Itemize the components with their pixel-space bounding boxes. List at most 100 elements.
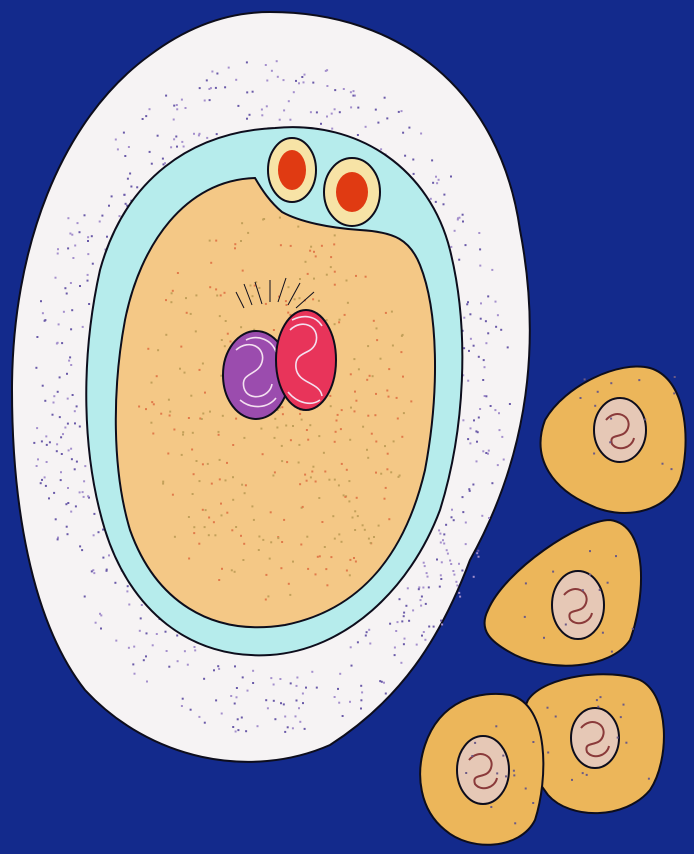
speckle xyxy=(476,460,478,462)
speckle xyxy=(593,453,595,455)
speckle xyxy=(309,250,311,252)
speckle xyxy=(456,585,458,587)
speckle xyxy=(476,552,478,554)
speckle xyxy=(514,822,516,824)
speckle xyxy=(589,574,591,576)
speckle xyxy=(384,97,386,99)
speckle xyxy=(265,303,267,305)
speckle xyxy=(184,650,186,652)
speckle xyxy=(173,429,175,431)
speckle xyxy=(503,459,505,461)
speckle xyxy=(151,382,153,384)
speckle xyxy=(373,320,375,322)
speckle xyxy=(71,309,73,311)
speckle xyxy=(167,453,169,455)
speckle xyxy=(93,572,95,574)
speckle xyxy=(420,133,422,135)
speckle xyxy=(310,246,312,248)
speckle xyxy=(213,521,215,523)
speckle xyxy=(215,240,217,242)
speckle xyxy=(208,534,210,536)
speckle xyxy=(366,449,368,451)
speckle xyxy=(458,563,460,565)
speckle xyxy=(401,110,403,112)
speckle xyxy=(209,240,211,242)
speckle xyxy=(394,647,396,649)
speckle xyxy=(330,266,332,268)
speckle xyxy=(147,348,149,350)
speckle xyxy=(181,99,183,101)
speckle xyxy=(358,368,360,370)
speckle xyxy=(326,274,328,276)
speckle xyxy=(513,774,515,776)
speckle xyxy=(157,349,159,351)
speckle xyxy=(74,410,76,412)
speckle xyxy=(436,559,438,561)
speckle xyxy=(543,637,545,639)
speckle xyxy=(66,293,68,295)
speckle xyxy=(156,633,158,635)
speckle xyxy=(236,687,238,689)
speckle xyxy=(290,245,292,247)
speckle xyxy=(243,437,245,439)
speckle xyxy=(451,516,453,518)
speckle xyxy=(469,313,471,315)
speckle xyxy=(459,596,461,598)
speckle xyxy=(532,741,534,743)
speckle xyxy=(547,752,549,754)
speckle xyxy=(209,286,211,288)
speckle xyxy=(70,282,72,284)
speckle xyxy=(71,458,73,460)
speckle xyxy=(98,531,100,533)
cumulus-nucleus xyxy=(552,571,604,639)
speckle xyxy=(153,403,155,405)
speckle xyxy=(346,570,348,572)
speckle xyxy=(215,288,217,290)
speckle xyxy=(133,646,135,648)
speckle xyxy=(352,95,354,97)
speckle xyxy=(242,270,244,272)
speckle xyxy=(385,312,387,314)
speckle xyxy=(266,105,268,107)
speckle xyxy=(319,555,321,557)
speckle xyxy=(399,475,401,477)
speckle xyxy=(127,178,129,180)
speckle xyxy=(42,312,44,314)
speckle xyxy=(453,519,455,521)
speckle xyxy=(199,480,201,482)
speckle xyxy=(208,88,210,90)
speckle xyxy=(179,368,181,370)
speckle xyxy=(331,128,333,130)
speckle xyxy=(252,670,254,672)
speckle xyxy=(185,107,187,109)
speckle xyxy=(181,141,183,143)
speckle xyxy=(299,483,301,485)
speckle xyxy=(365,635,367,637)
speckle xyxy=(482,379,484,381)
speckle xyxy=(356,497,358,499)
speckle xyxy=(473,419,475,421)
speckle xyxy=(216,295,218,297)
speckle xyxy=(450,563,452,565)
speckle xyxy=(565,624,567,626)
speckle xyxy=(306,536,308,538)
speckle xyxy=(128,647,130,649)
speckle xyxy=(280,244,282,246)
speckle xyxy=(270,541,272,543)
speckle xyxy=(353,557,355,559)
speckle xyxy=(552,571,554,573)
speckle xyxy=(290,682,292,684)
speckle xyxy=(286,304,288,306)
speckle xyxy=(375,393,377,395)
speckle xyxy=(313,251,315,253)
speckle xyxy=(313,278,315,280)
speckle xyxy=(261,114,263,116)
speckle xyxy=(338,321,340,323)
speckle xyxy=(65,503,67,505)
speckle xyxy=(232,444,234,446)
speckle xyxy=(245,484,247,486)
speckle xyxy=(149,151,151,153)
speckle xyxy=(329,395,331,397)
speckle xyxy=(304,728,306,730)
speckle xyxy=(301,419,303,421)
